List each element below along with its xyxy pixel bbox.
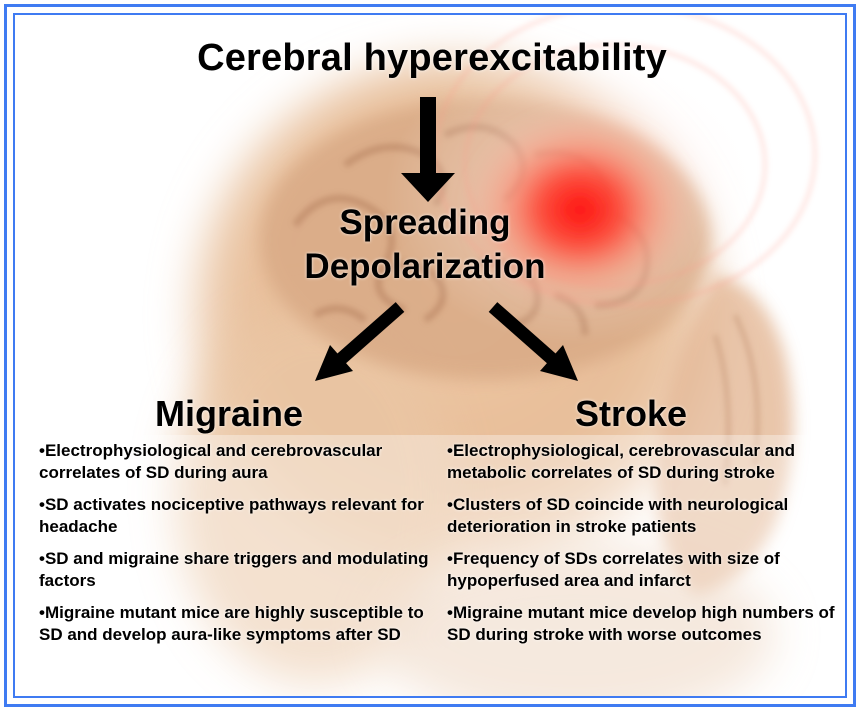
center-node-line2: Depolarization bbox=[265, 245, 585, 289]
list-item: •SD and migraine share triggers and modu… bbox=[39, 548, 439, 592]
center-node: Spreading Depolarization bbox=[265, 201, 585, 289]
diagram-panel: Cerebral hyperexcitability Spreading Dep… bbox=[13, 13, 847, 698]
stroke-evidence-list: •Electrophysiological, cerebrovascular a… bbox=[447, 440, 845, 656]
list-item: •SD activates nociceptive pathways relev… bbox=[39, 494, 439, 538]
center-node-line1: Spreading bbox=[265, 201, 585, 245]
down-arrow-icon bbox=[401, 97, 455, 202]
migraine-heading: Migraine bbox=[155, 393, 335, 435]
right-arrow-icon bbox=[493, 307, 578, 381]
migraine-evidence-list: •Electrophysiological and cerebrovascula… bbox=[39, 440, 439, 656]
diagram-title: Cerebral hyperexcitability bbox=[15, 37, 847, 80]
list-item: •Clusters of SD coincide with neurologic… bbox=[447, 494, 845, 538]
list-item: •Electrophysiological and cerebrovascula… bbox=[39, 440, 439, 484]
list-item: •Migraine mutant mice are highly suscept… bbox=[39, 602, 439, 646]
list-item: •Migraine mutant mice develop high numbe… bbox=[447, 602, 845, 646]
list-item: •Frequency of SDs correlates with size o… bbox=[447, 548, 845, 592]
stroke-heading: Stroke bbox=[575, 393, 735, 435]
list-item: •Electrophysiological, cerebrovascular a… bbox=[447, 440, 845, 484]
left-arrow-icon bbox=[315, 307, 400, 381]
